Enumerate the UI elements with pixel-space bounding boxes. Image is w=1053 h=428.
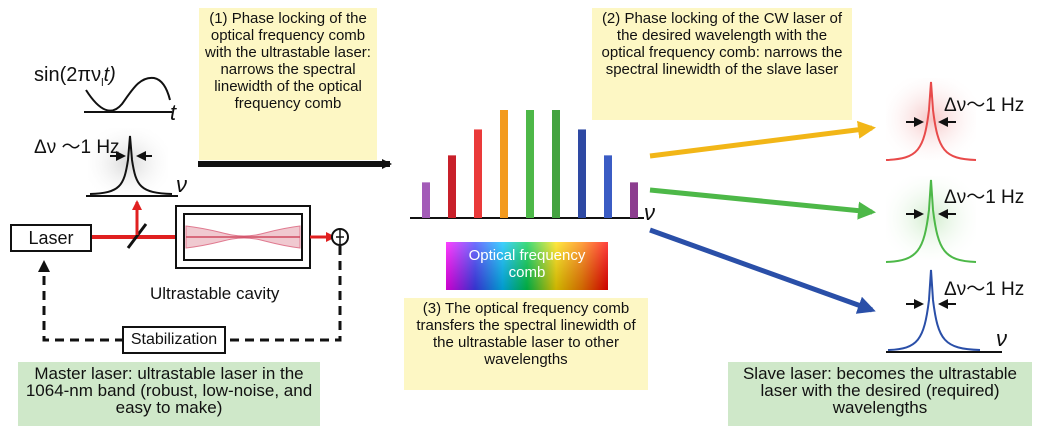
comb-line	[578, 129, 586, 218]
feedback-loop	[42, 246, 342, 342]
t-axis-label: t	[170, 100, 177, 125]
slave-green-linewidth: Δν～1 Hz	[944, 187, 1025, 208]
comb-line	[448, 155, 456, 218]
comb-label: Optical frequency comb	[468, 247, 586, 281]
comb-nu-axis: ν	[644, 200, 655, 225]
beam-splitter	[126, 223, 148, 249]
photodetector-icon	[331, 228, 349, 246]
step3-note: (3) The optical frequency comb transfers…	[404, 298, 648, 390]
cavity-label: Ultrastable cavity	[150, 284, 280, 303]
slave-laser-caption: Slave laser: becomes the ultrastable las…	[728, 362, 1032, 426]
comb-line	[604, 155, 612, 218]
slave-nu-axis: ν	[996, 326, 1007, 351]
slave-red-linewidth: Δν～1 Hz	[944, 95, 1025, 116]
comb-lines	[422, 110, 638, 218]
slave-blue-plot	[886, 269, 1002, 353]
stabilization-box: Stabilization	[122, 326, 226, 354]
slave-blue-linewidth: Δν～1 Hz	[944, 279, 1025, 300]
green-lock-arrow	[649, 187, 876, 220]
comb-line	[474, 129, 482, 218]
sine-formula: sin(2πνlt)	[34, 64, 116, 89]
comb-line	[552, 110, 560, 218]
laser-box: Laser	[10, 224, 92, 252]
step1-note: (1) Phase locking of the optical frequen…	[199, 8, 377, 160]
comb-line	[422, 182, 430, 218]
master-linewidth-plot	[86, 128, 178, 198]
slave-green-plot	[885, 176, 977, 263]
feedback-arrowhead	[38, 260, 50, 272]
step2-note: (2) Phase locking of the CW laser of the…	[592, 8, 852, 120]
comb-line	[630, 182, 638, 218]
slave-red-plot	[885, 78, 977, 161]
ultrastable-cavity	[175, 205, 311, 269]
master-nu-axis: ν	[176, 172, 187, 197]
blue-lock-arrow	[649, 227, 876, 314]
sine-wave	[84, 76, 172, 113]
yellow-lock-arrow	[649, 120, 876, 159]
comb-line	[526, 110, 534, 218]
master-laser-caption: Master laser: ultrastable laser in the 1…	[18, 362, 320, 426]
comb-line	[500, 110, 508, 218]
master-linewidth-label: Δν ～1 Hz	[34, 137, 120, 158]
